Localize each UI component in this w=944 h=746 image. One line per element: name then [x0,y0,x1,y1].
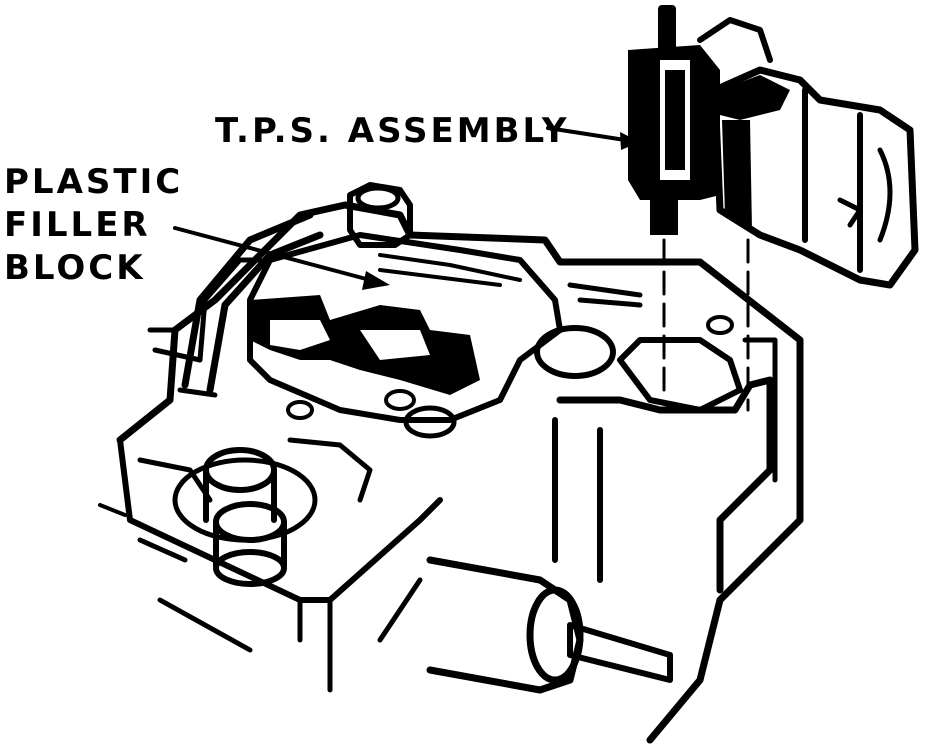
plastic-filler-block-label-line-1: PLASTIC [4,162,184,202]
jet-housings [172,437,373,587]
plastic-filler-block-label-line-3: BLOCK [4,248,146,288]
plastic-filler-block [250,253,522,395]
leader-lines [173,126,640,290]
tps-sensor [628,5,720,235]
top-plate [247,232,734,439]
plastic-filler-block-label-line-2: FILLER [4,205,151,245]
bolt-boss [347,182,413,248]
throttle-shaft [377,556,673,694]
tps-housing [552,337,778,594]
alignment-lines [662,238,750,412]
plastic-filler-block-label: PLASTIC FILLER BLOCK [4,161,183,290]
fuel-tube [177,211,324,398]
tps-connector [697,17,919,289]
tps-assembly-label: T.P.S. ASSEMBLY [215,111,570,151]
